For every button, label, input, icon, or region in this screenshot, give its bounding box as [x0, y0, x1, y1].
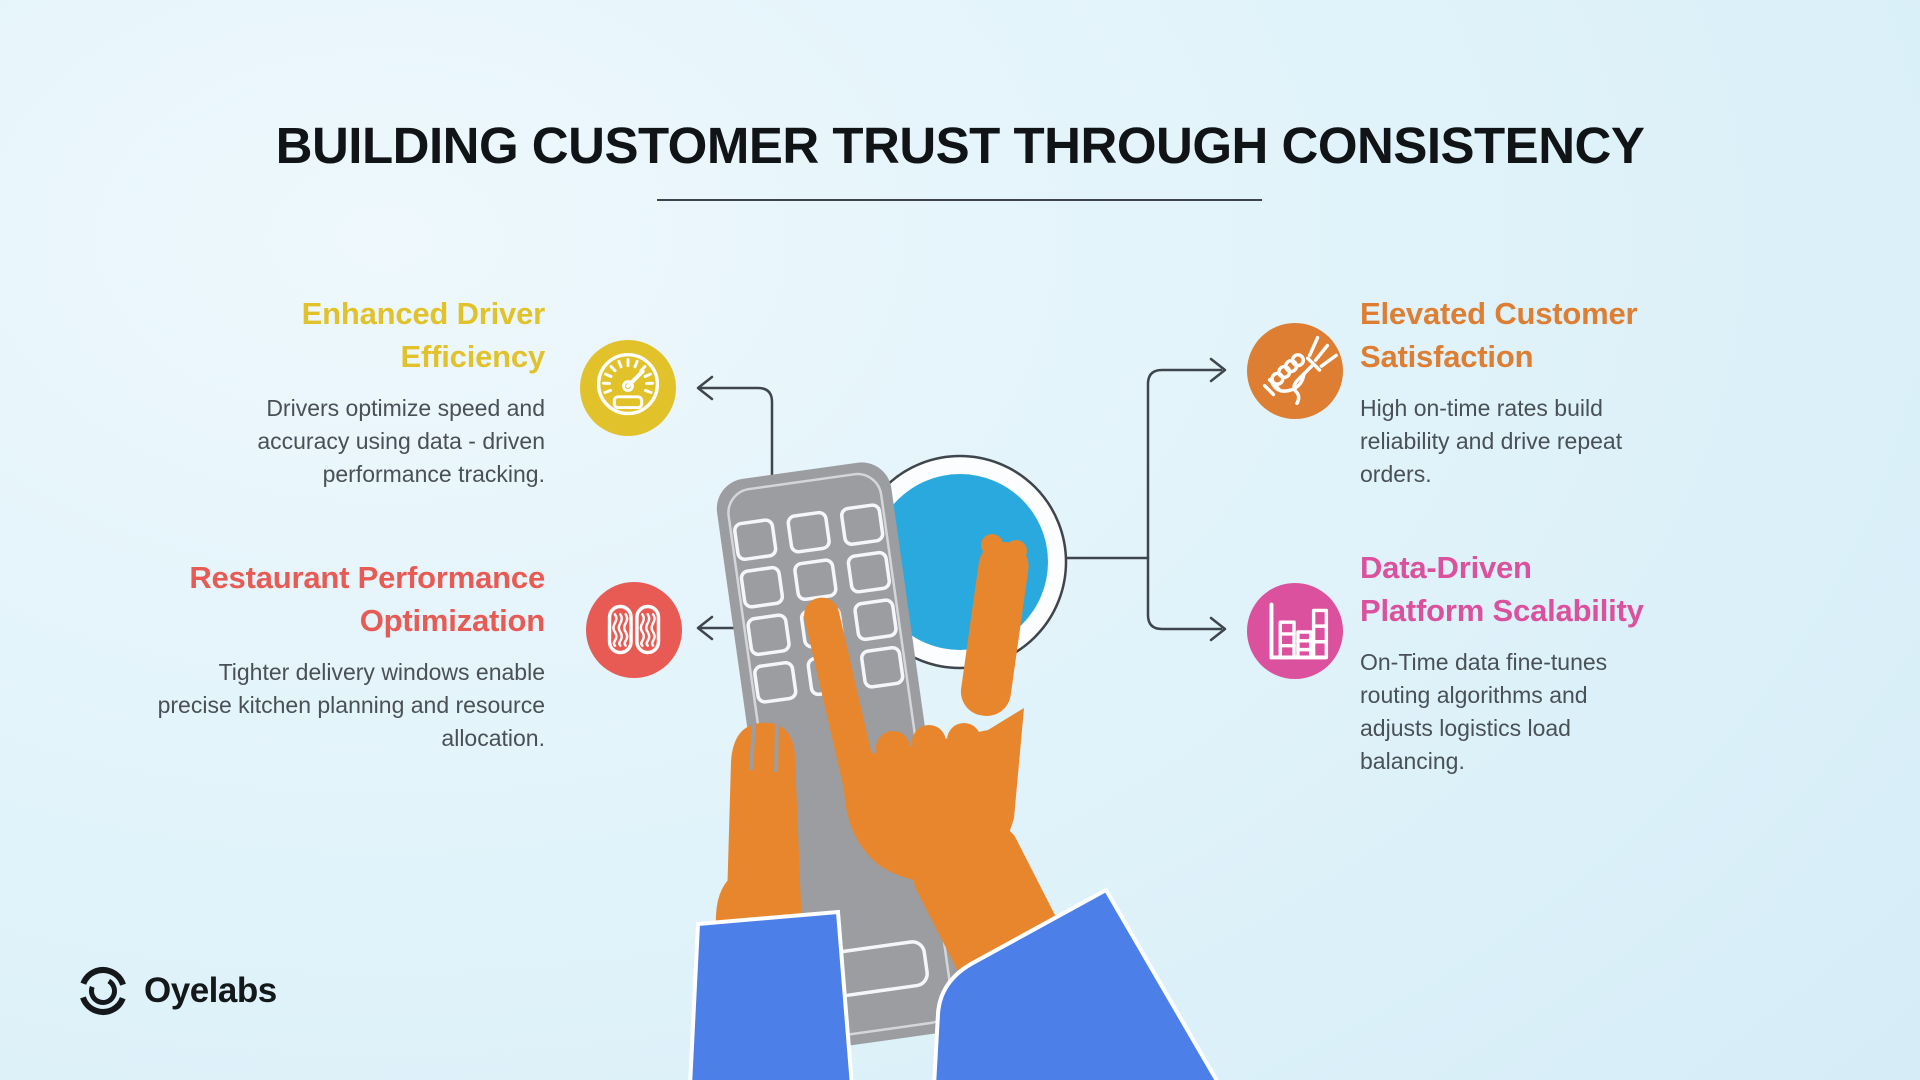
oyelabs-logo: Oyelabs: [76, 964, 277, 1018]
section-elevated-customer-satisfaction: Elevated Customer Satisfaction High on-t…: [1360, 292, 1695, 491]
section-heading: Enhanced Driver Efficiency: [173, 292, 546, 378]
title-underline: [657, 199, 1262, 201]
logo-text: Oyelabs: [144, 971, 277, 1010]
heading-line: Platform Scalability: [1360, 593, 1644, 628]
section-data-driven-platform-scalability: Data-Driven Platform Scalability On-Time…: [1360, 546, 1660, 778]
heading-line: Satisfaction: [1360, 339, 1534, 374]
oyelabs-logo-icon: [79, 967, 127, 1015]
section-heading: Elevated Customer Satisfaction: [1360, 292, 1695, 378]
section-enhanced-driver-efficiency: Enhanced Driver Efficiency Drivers optim…: [173, 292, 545, 491]
heading-line: Optimization: [359, 603, 546, 638]
heading-line: Elevated Customer: [1360, 296, 1638, 331]
section-body: Tighter delivery windows enable precise …: [157, 659, 545, 751]
section-heading: Restaurant Performance Optimization: [145, 556, 545, 642]
heading-line: Enhanced Driver: [301, 296, 546, 331]
section-body: On-Time data fine-tunes routing algorith…: [1360, 649, 1608, 774]
section-restaurant-performance-optimization: Restaurant Performance Optimization Tigh…: [145, 556, 546, 755]
speedometer-icon: [580, 340, 676, 436]
bar-chart-icon: [1247, 583, 1343, 679]
sausages-icon: [586, 582, 682, 678]
heading-line: Data-Driven: [1360, 550, 1532, 585]
section-body: Drivers optimize speed and accuracy usin…: [257, 395, 545, 487]
hand-holding-fork-icon: [1247, 323, 1343, 419]
section-heading: Data-Driven Platform Scalability: [1360, 546, 1660, 632]
heading-line: Restaurant Performance: [189, 560, 545, 595]
heading-line: Efficiency: [400, 339, 546, 374]
page-title: BUILDING CUSTOMER TRUST THROUGH CONSISTE…: [275, 117, 1645, 174]
left-hand: [726, 721, 802, 950]
sleeves: [688, 887, 1219, 1080]
section-body: High on-time rates build reliability and…: [1360, 395, 1623, 487]
